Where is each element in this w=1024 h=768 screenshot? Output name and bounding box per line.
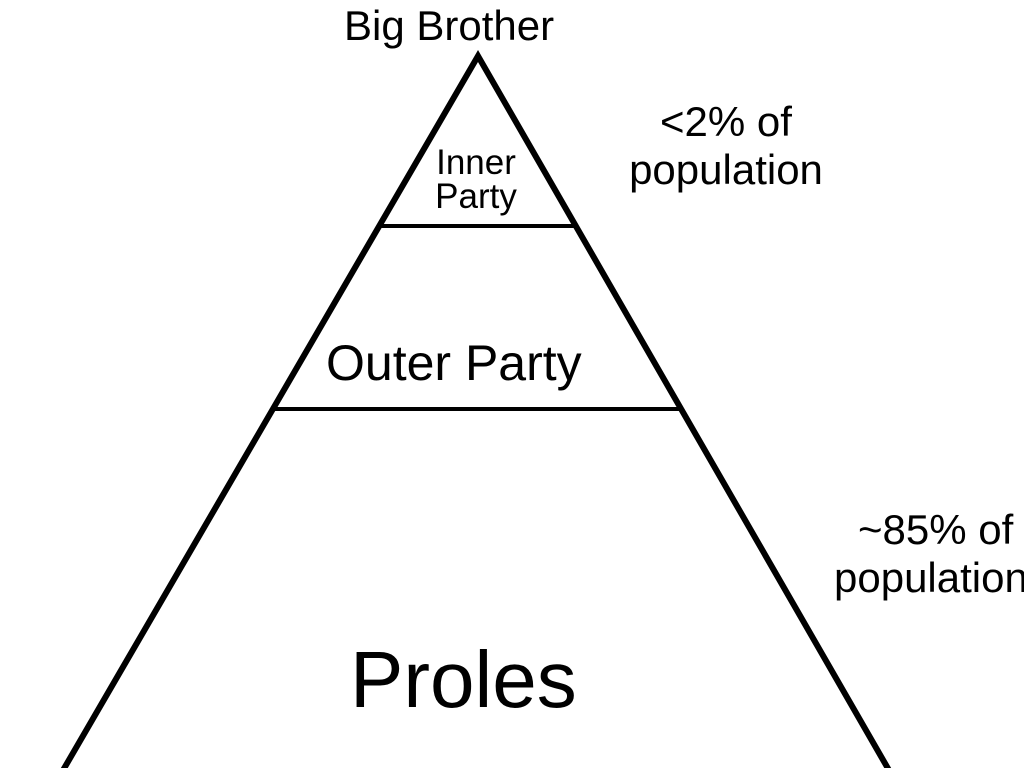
inner-party-label-line-1: Inner [436, 143, 516, 182]
inner-party-share-line-2: population [629, 146, 823, 193]
proles-share-line-2: population [834, 554, 1024, 601]
pyramid-outline [60, 50, 892, 768]
outer-party-label: Outer Party [326, 335, 582, 391]
proles-label: Proles [350, 635, 577, 724]
proles-share-line-1: ~85% of [858, 506, 1014, 553]
inner-party-share-note: <2% of population [606, 98, 846, 194]
inner-party-share-line-1: <2% of [660, 98, 792, 145]
inner-party-label-line-2: Party [435, 177, 517, 216]
big-brother-label: Big Brother [344, 2, 555, 49]
inner-party-label: Inner Party [424, 143, 528, 216]
proles-share-note: ~85% of population [834, 506, 1024, 602]
